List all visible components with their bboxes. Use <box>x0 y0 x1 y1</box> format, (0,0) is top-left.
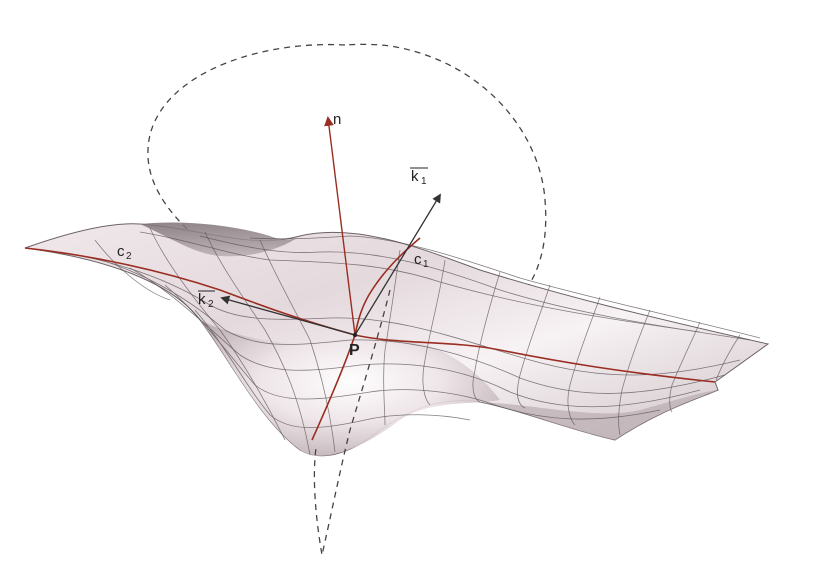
label-k2-sub: 2 <box>208 299 214 310</box>
principal-curve-c1 <box>311 237 421 441</box>
surface-grid-v <box>94 227 741 456</box>
principal-direction-k2 <box>220 295 356 336</box>
label-k1: k 1 <box>410 167 428 187</box>
surface-back-fold <box>140 222 300 257</box>
label-c1: c 1 <box>414 251 429 270</box>
surface-right-flap <box>480 390 718 440</box>
label-n: n <box>333 111 341 128</box>
label-c2: c 2 <box>117 243 132 262</box>
label-k2: k 2 <box>198 290 215 310</box>
label-c2-sub: 2 <box>126 251 132 262</box>
label-k1-base: k <box>411 168 419 185</box>
label-k2-base: k <box>198 291 206 308</box>
label-c1-base: c <box>414 251 422 268</box>
label-k1-sub: 1 <box>421 176 427 187</box>
label-c2-base: c <box>117 243 125 260</box>
label-c1-sub: 1 <box>423 259 429 270</box>
normal-section-dashed-lower <box>313 289 391 556</box>
principal-direction-k1 <box>354 193 441 336</box>
label-point-p: P <box>349 342 360 359</box>
surface-bowl-shading <box>200 320 500 456</box>
normal-vector-n <box>324 116 356 336</box>
point-p-marker <box>352 332 358 338</box>
